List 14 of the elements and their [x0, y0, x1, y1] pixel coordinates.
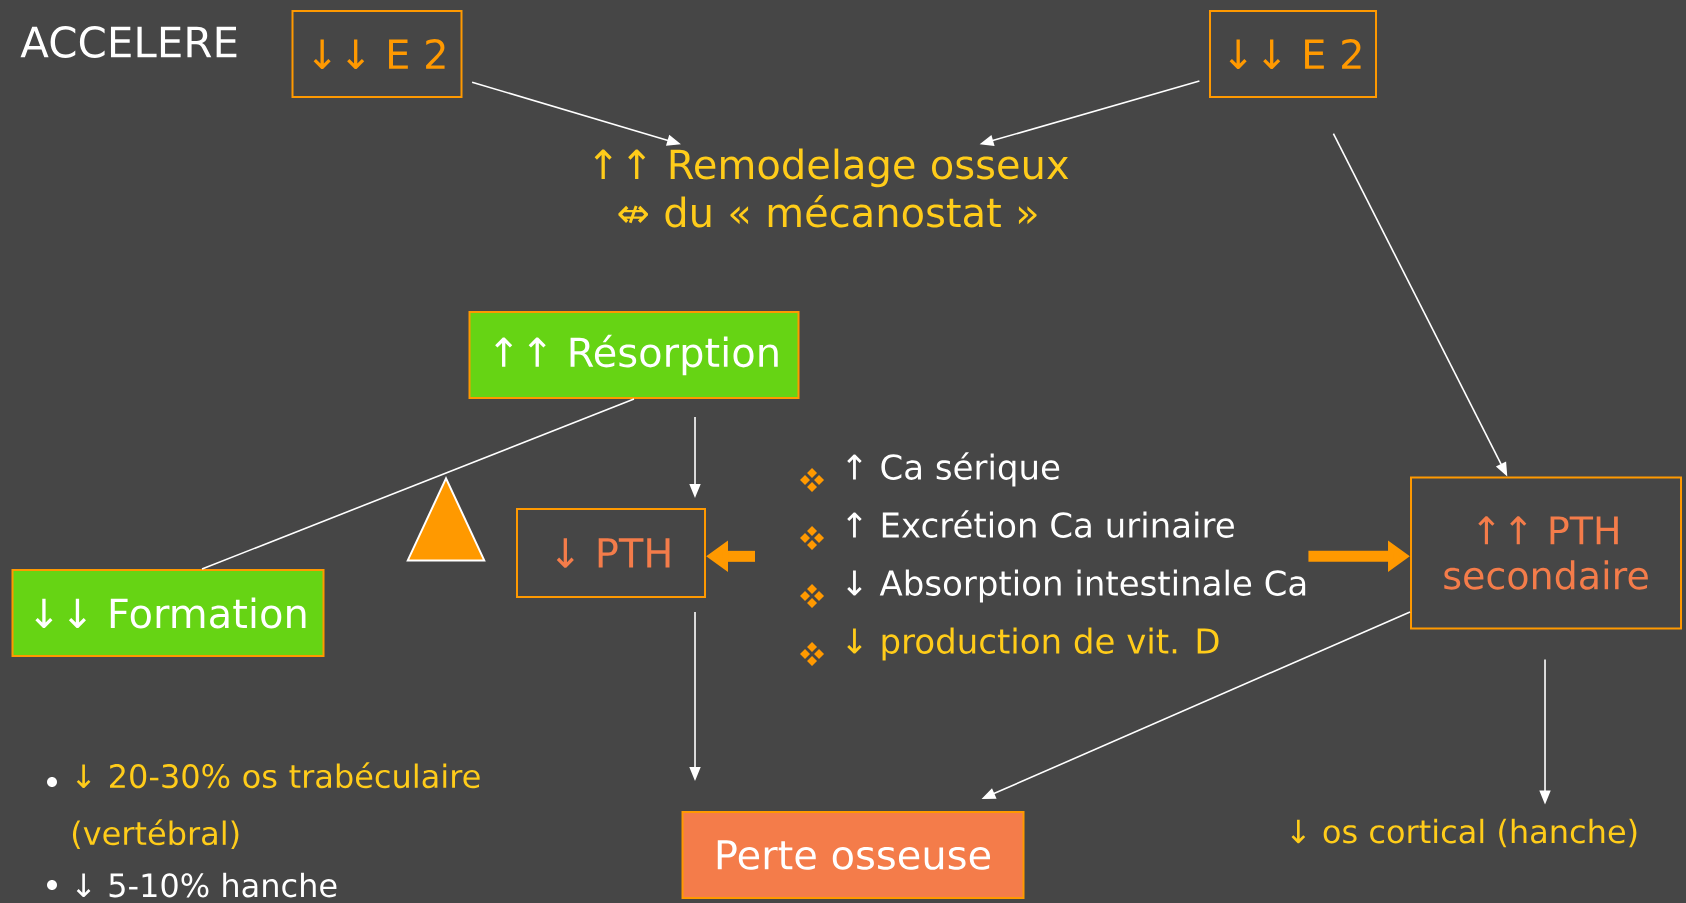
note-text: ↓ 5-10% hanche	[76, 872, 337, 898]
seesaw-beam	[201, 398, 635, 570]
filled-box: ↓↓ Formation	[11, 569, 325, 657]
flow-text: ↓ os cortical (hanche)	[1291, 818, 1637, 848]
note-text: ACCELERE	[20, 26, 237, 58]
outlined-box: ↑↑ PTH secondaire	[1410, 476, 1682, 630]
filled-box: Perte osseuse	[681, 811, 1025, 899]
outlined-box: ↓ PTH	[516, 508, 706, 598]
note-text: ↓ 20-30% os trabéculaire (vertébral)	[72, 762, 480, 849]
bullet-list: ↑ Ca sérique ↑ Excrétion Ca urinaire ↓ Absorption intestinale Ca ↓ production de vit. D	[847, 452, 1306, 661]
outlined-box: ↓↓ E 2	[291, 10, 463, 98]
filled-box: ↑↑ Résorption	[468, 311, 800, 399]
flow-text: ↑↑ Remodelage osseux ⇎ du « mécanostat »	[594, 148, 1069, 228]
outlined-box: ↓↓ E 2	[1209, 10, 1377, 98]
